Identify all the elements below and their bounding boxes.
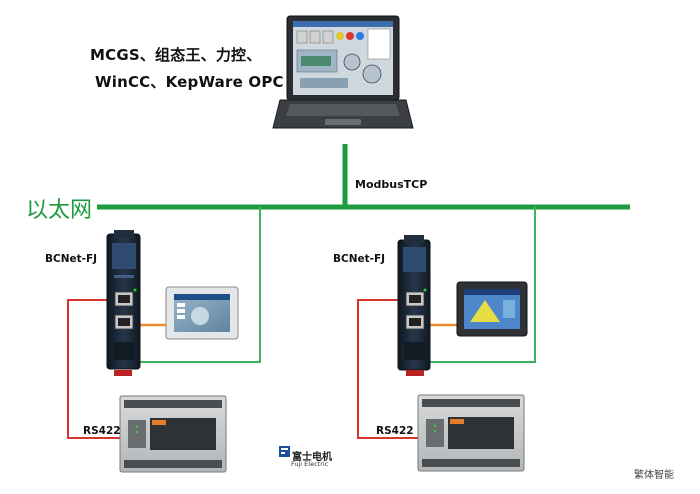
gateway-module-left — [106, 230, 141, 376]
rs422-link-left — [67, 299, 120, 439]
rs422-link-right — [357, 299, 420, 439]
ethernet-drop-right — [425, 207, 536, 363]
ethernet-label: 以太网 — [26, 198, 93, 223]
protocol-label: ModbusTCP — [355, 178, 428, 191]
scada-software-line1: MCGS、组态王、力控、 — [90, 46, 262, 64]
brand-name: 富士电机 — [292, 452, 332, 463]
gateway-label-left: BCNet-FJ — [45, 253, 98, 265]
ethernet-drop-left — [140, 207, 261, 363]
plc-right — [417, 394, 525, 472]
hmi-panel-left — [165, 286, 239, 340]
rs422-label-right: RS422 — [376, 425, 414, 437]
plc-left — [119, 395, 227, 473]
laptop-icon — [272, 15, 414, 129]
scada-software-line2: WinCC、KepWare OPC — [95, 73, 284, 91]
watermark: 繁体智能 — [634, 470, 674, 481]
rs422-label-left: RS422 — [83, 425, 121, 437]
gateway-label-right: BCNet-FJ — [333, 253, 386, 265]
hmi-panel-right — [456, 281, 528, 337]
gateway-module-right — [397, 235, 431, 376]
brand-name-en: Fuji Electric — [291, 460, 329, 468]
fuji-logo-icon — [279, 446, 290, 457]
